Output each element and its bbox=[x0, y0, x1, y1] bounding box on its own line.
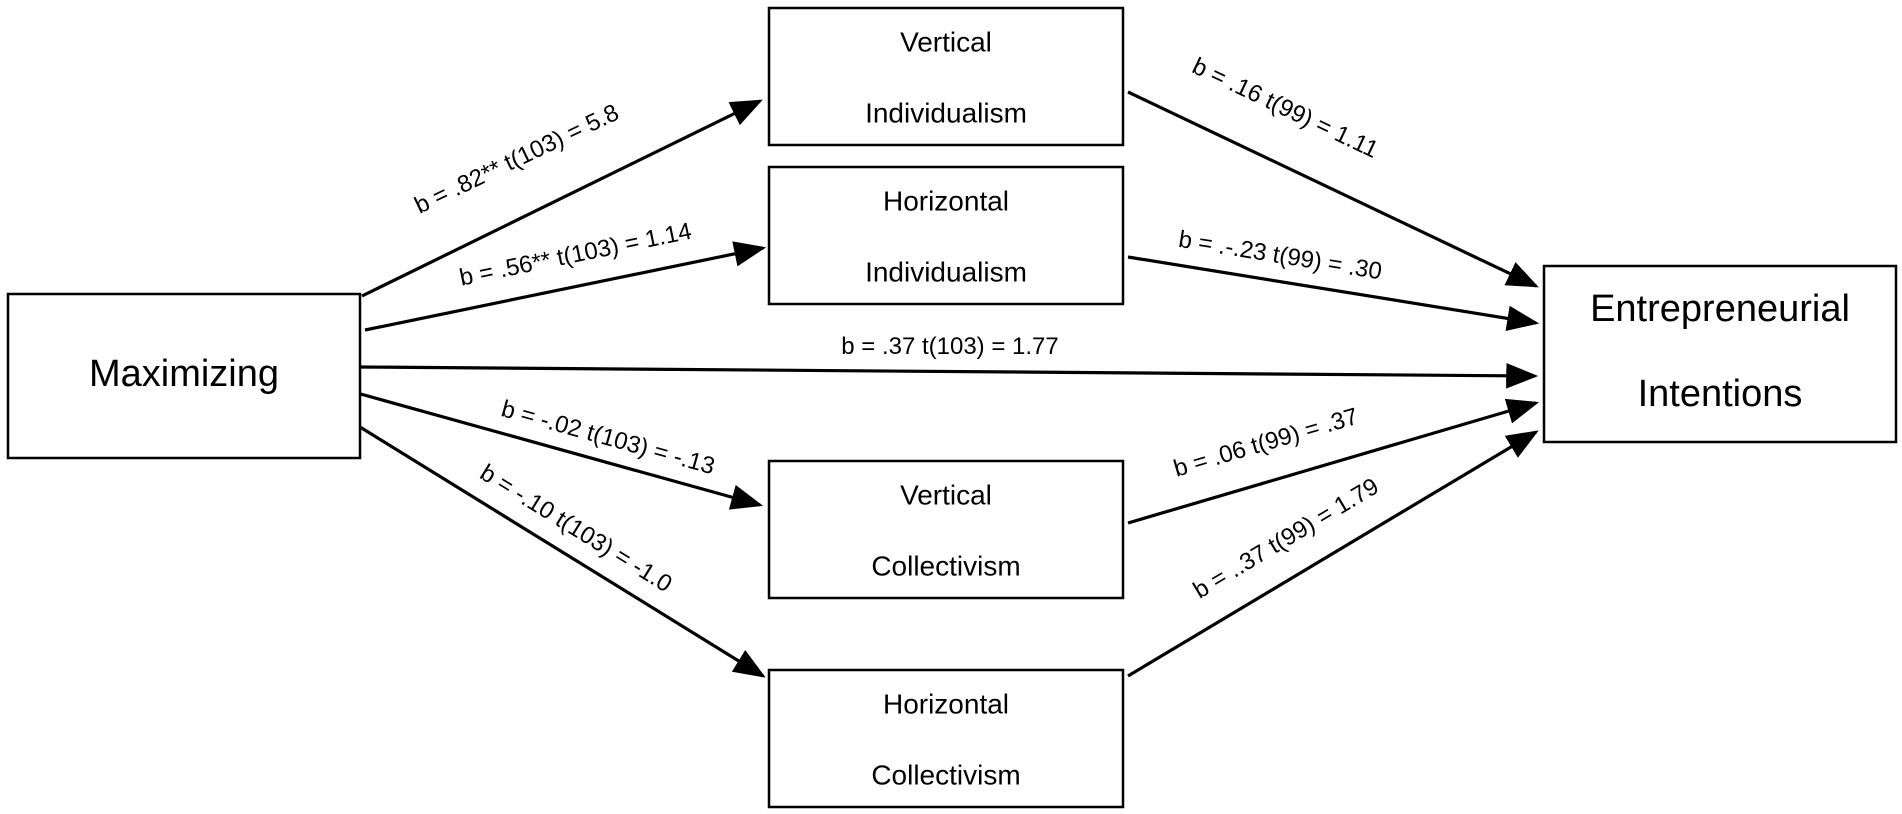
node-box bbox=[1542, 264, 1898, 444]
edge-vertical-individualism-to-entrepreneurial-intentions bbox=[1127, 90, 1539, 288]
node-box bbox=[767, 165, 1125, 306]
node-box bbox=[6, 292, 362, 460]
edge-vertical-collectivism-to-entrepreneurial-intentions bbox=[1127, 398, 1540, 525]
node-label-line-1: Vertical bbox=[900, 26, 992, 57]
node-label: Maximizing bbox=[89, 353, 279, 395]
edges bbox=[356, 90, 1540, 678]
edge-label-maximizing-entrepreneurial-intentions: b = .37 t(103) = 1.77 bbox=[841, 333, 1059, 360]
node-box bbox=[767, 6, 1125, 147]
node-label-line-2: Collectivism bbox=[871, 759, 1020, 790]
edge-horizontal-individualism-to-entrepreneurial-intentions bbox=[1127, 255, 1540, 332]
node-label-line-2: Individualism bbox=[865, 256, 1027, 287]
node-label-line-1: Vertical bbox=[900, 479, 992, 510]
edge-label-vertical-individualism-entrepreneurial-intentions: b = .16 t(99) = 1.11 bbox=[1188, 53, 1382, 164]
edge-label-maximizing-horizontal-individualism: b = .56** t(103) = 1.14 bbox=[457, 218, 694, 292]
node-label-line-2: Individualism bbox=[865, 97, 1027, 128]
edge-maximizing-to-entrepreneurial-intentions bbox=[359, 362, 1539, 389]
edge-label-horizontal-individualism-entrepreneurial-intentions: b = .-.23 t(99) = .30 bbox=[1177, 226, 1384, 286]
edge-label-maximizing-horizontal-collectivism: b = -.10 t(103) = -1.0 bbox=[475, 459, 676, 598]
node-box bbox=[767, 668, 1125, 809]
edge-label-vertical-collectivism-entrepreneurial-intentions: b = .06 t(99) = .37 bbox=[1171, 403, 1362, 483]
node-label-line-1: Horizontal bbox=[883, 185, 1009, 216]
node-box bbox=[767, 459, 1125, 600]
edge-maximizing-to-vertical-collectivism bbox=[356, 391, 764, 510]
node-label-line-2: Intentions bbox=[1638, 373, 1803, 415]
node-vertical-individualism: Vertical Individualism bbox=[767, 6, 1125, 147]
edge-horizontal-collectivism-to-entrepreneurial-intentions bbox=[1127, 430, 1539, 678]
node-horizontal-individualism: Horizontal Individualism bbox=[767, 165, 1125, 306]
edge-label-horizontal-collectivism-entrepreneurial-intentions: b = ..37 t(99) = 1.79 bbox=[1189, 473, 1384, 604]
edge-maximizing-to-horizontal-individualism bbox=[364, 241, 767, 332]
edge-maximizing-to-vertical-individualism bbox=[361, 99, 763, 298]
node-label-line-1: Entrepreneurial bbox=[1590, 288, 1850, 330]
node-label-line-2: Collectivism bbox=[871, 550, 1020, 581]
node-entrepreneurial-intentions: Entrepreneurial Intentions bbox=[1542, 264, 1898, 444]
node-vertical-collectivism: Vertical Collectivism bbox=[767, 459, 1125, 600]
node-horizontal-collectivism: Horizontal Collectivism bbox=[767, 668, 1125, 809]
edge-label-maximizing-vertical-individualism: b = .82** t(103) = 5.8 bbox=[410, 99, 623, 219]
node-maximizing: Maximizing bbox=[6, 292, 362, 460]
node-label-line-1: Horizontal bbox=[883, 688, 1009, 719]
edge-label-maximizing-vertical-collectivism: b = -.02 t(103) = -.13 bbox=[498, 395, 717, 480]
edge-maximizing-to-horizontal-collectivism bbox=[359, 425, 766, 678]
